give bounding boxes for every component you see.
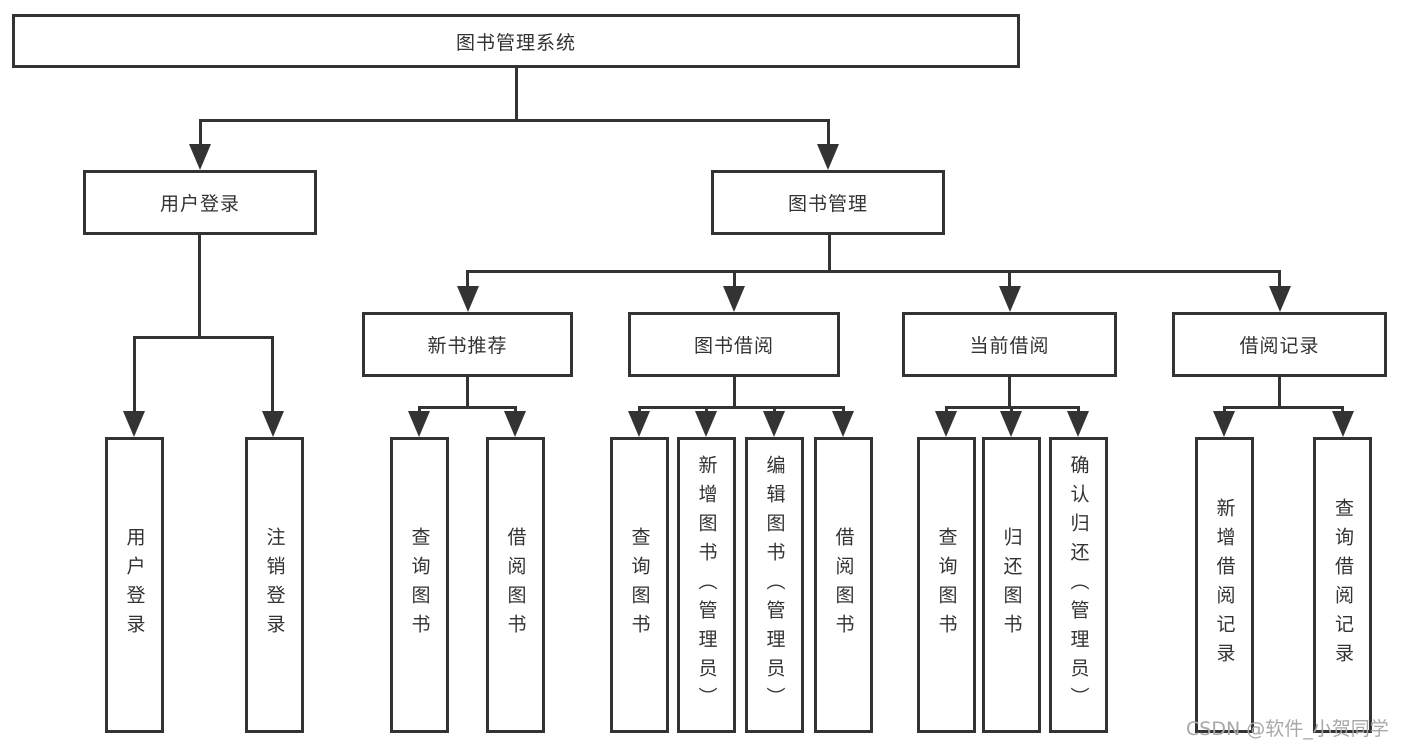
connector-vline (827, 233, 831, 273)
node-library-management-system: 图书管理系统 (12, 14, 1020, 68)
node-label: 新增图书（管理员） (695, 454, 718, 716)
connector-stub (132, 336, 136, 413)
leaf-user-login: 用户登录 (104, 437, 164, 733)
node-label: 新书推荐 (427, 335, 508, 357)
arrow-down-icon (832, 411, 854, 437)
node-label: 借阅图书 (504, 527, 527, 643)
leaf-borrowing-edit-books-admin: 编辑图书（管理员） (744, 437, 804, 733)
connector-hline (466, 270, 1281, 273)
leaf-recommend-query-books: 查询图书 (389, 437, 449, 733)
connector-stub (637, 406, 641, 413)
node-label: 注销登录 (263, 527, 286, 643)
connector-stub (1009, 406, 1013, 413)
node-label: 归还图书 (1000, 527, 1023, 643)
connector-stub (1222, 406, 1226, 413)
arrow-down-icon (261, 411, 284, 437)
connector-stub (1076, 406, 1080, 413)
connector-vline (732, 375, 736, 409)
arrow-down-icon (1331, 411, 1354, 437)
arrow-down-icon (763, 411, 785, 437)
arrow-down-icon (456, 286, 479, 312)
connector-stub (417, 406, 421, 413)
connector-stub (271, 336, 274, 413)
node-new-book-recommendation: 新书推荐 (362, 312, 573, 377)
connector-hline (132, 336, 274, 339)
connector-stub (466, 270, 469, 288)
arrow-down-icon (1067, 411, 1089, 437)
arrow-down-icon (998, 286, 1021, 312)
leaf-records-query-borrow-record: 查询借阅记录 (1313, 437, 1372, 733)
connector-stub (1008, 270, 1011, 288)
node-book-management: 图书管理 (711, 170, 945, 235)
connector-vline (1278, 375, 1281, 409)
connector-hline (417, 406, 517, 409)
node-label: 新增借阅记录 (1213, 498, 1236, 672)
node-label: 借阅记录 (1239, 335, 1320, 357)
connector-stub (841, 406, 845, 413)
node-label: 图书管理系统 (455, 31, 576, 54)
arrow-down-icon (189, 144, 211, 170)
arrow-down-icon (1000, 411, 1022, 437)
connector-stub (1341, 406, 1344, 413)
arrow-down-icon (408, 411, 430, 437)
node-label: 图书管理 (787, 193, 868, 215)
node-book-borrowing: 图书借阅 (628, 312, 840, 377)
node-label: 当前借阅 (969, 335, 1050, 357)
connector-stub (732, 270, 736, 288)
leaf-records-add-borrow-record: 新增借阅记录 (1194, 437, 1254, 733)
arrow-down-icon (695, 411, 717, 437)
connector-stub (198, 119, 202, 146)
node-borrowing-records: 借阅记录 (1172, 312, 1387, 377)
node-label: 用户登录 (159, 193, 240, 215)
leaf-borrowing-add-books-admin: 新增图书（管理员） (676, 437, 736, 733)
node-label: 查询借阅记录 (1331, 498, 1354, 672)
arrow-down-icon (723, 286, 745, 312)
connector-stub (513, 406, 517, 413)
node-current-borrowing: 当前借阅 (902, 312, 1117, 377)
leaf-borrowing-borrow-books: 借阅图书 (813, 437, 873, 733)
connector-stub (944, 406, 948, 413)
connector-hline (1222, 406, 1344, 409)
node-label: 图书借阅 (693, 335, 774, 357)
node-label: 查询图书 (628, 527, 651, 643)
arrow-down-icon (1268, 286, 1291, 312)
arrow-down-icon (1213, 411, 1235, 437)
leaf-borrowing-query-books: 查询图书 (609, 437, 669, 733)
connector-vline (514, 66, 518, 122)
arrow-down-icon (123, 411, 145, 437)
connector-stub (704, 406, 708, 413)
connector-hline (198, 119, 830, 122)
leaf-logout: 注销登录 (244, 437, 304, 733)
connector-vline (466, 375, 469, 409)
node-label: 查询图书 (935, 527, 958, 643)
node-label: 编辑图书（管理员） (763, 454, 786, 716)
arrow-down-icon (628, 411, 650, 437)
arrow-down-icon (935, 411, 957, 437)
connector-vline (198, 233, 201, 339)
connector-stub (1278, 270, 1281, 288)
node-label: 查询图书 (408, 527, 431, 643)
connector-stub (772, 406, 776, 413)
leaf-current-query-books: 查询图书 (916, 437, 976, 733)
watermark: CSDN @软件_小贺同学 (1186, 718, 1389, 740)
arrow-down-icon (817, 144, 839, 170)
connector-hline (637, 406, 845, 409)
node-label: 用户登录 (123, 527, 146, 643)
leaf-current-confirm-return-admin: 确认归还（管理员） (1048, 437, 1108, 733)
leaf-current-return-books: 归还图书 (981, 437, 1041, 733)
node-label: 确认归还（管理员） (1067, 454, 1090, 716)
node-user-login: 用户登录 (83, 170, 317, 235)
leaf-recommend-borrow-books: 借阅图书 (485, 437, 545, 733)
arrow-down-icon (504, 411, 526, 437)
connector-stub (826, 119, 830, 146)
connector-vline (1008, 375, 1011, 409)
node-label: 借阅图书 (832, 527, 855, 643)
